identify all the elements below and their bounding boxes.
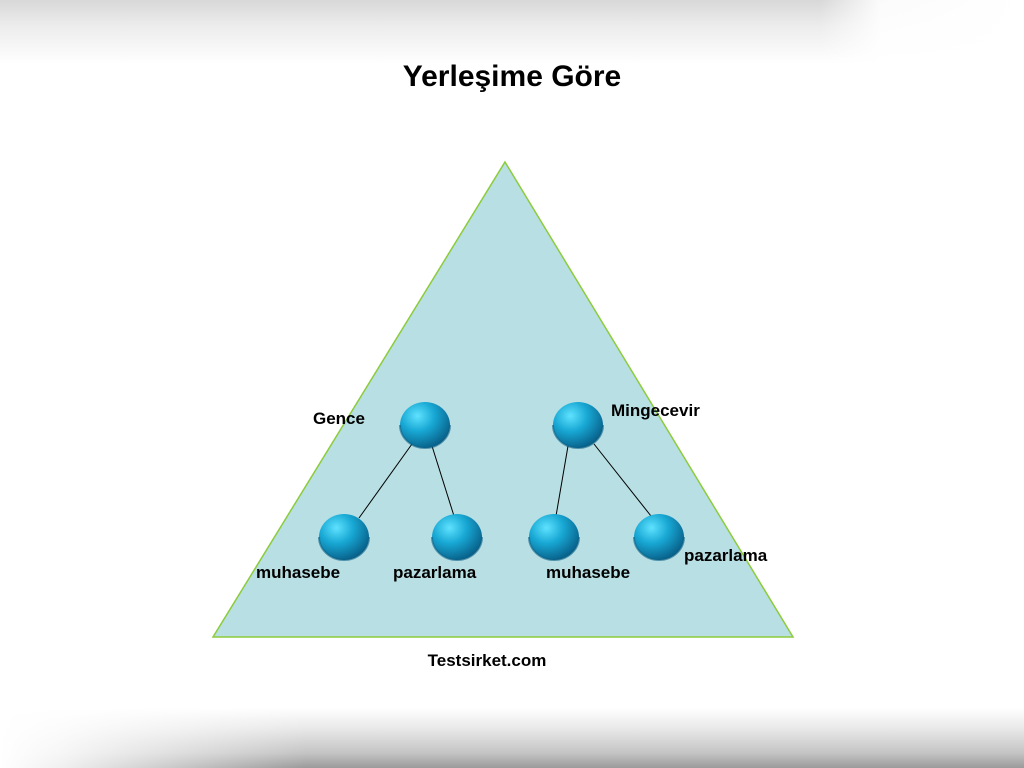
link-gence-muhasebe bbox=[358, 443, 413, 519]
slide-title: Yerleşime Göre bbox=[402, 60, 622, 93]
child-node-mingecevir-pazarlama bbox=[633, 514, 685, 561]
link-gence-pazarlama bbox=[431, 445, 455, 517]
child-label-mingecevir-muhasebe: muhasebe bbox=[546, 563, 630, 582]
link-mingecevir-pazarlama bbox=[593, 443, 652, 517]
child-node-gence-pazarlama bbox=[431, 514, 483, 561]
site-node-mingecevir bbox=[552, 402, 604, 449]
domain-label: Testsirket.com bbox=[428, 651, 547, 670]
site-label-mingecevir: Mingecevir bbox=[611, 401, 700, 420]
footer-band-fade bbox=[0, 708, 1024, 768]
header-band-fade bbox=[0, 0, 1024, 64]
child-node-mingecevir-muhasebe bbox=[528, 514, 580, 561]
child-label-mingecevir-pazarlama: pazarlama bbox=[684, 546, 768, 565]
child-label-gence-pazarlama: pazarlama bbox=[393, 563, 477, 582]
child-label-gence-muhasebe: muhasebe bbox=[256, 563, 340, 582]
child-node-gence-muhasebe bbox=[318, 514, 370, 561]
link-mingecevir-muhasebe bbox=[555, 445, 569, 517]
site-label-gence: Gence bbox=[313, 409, 365, 428]
site-node-gence bbox=[399, 402, 451, 449]
